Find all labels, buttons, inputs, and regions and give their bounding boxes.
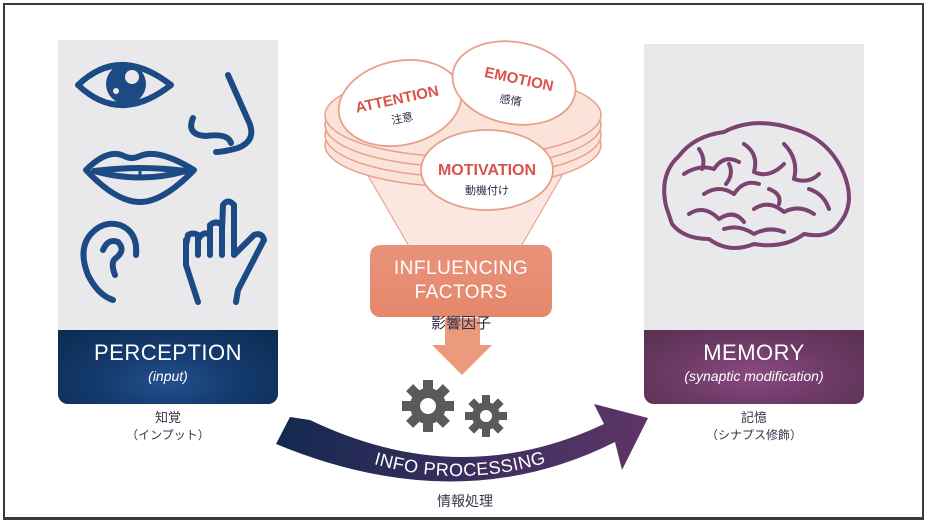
influencing-factors-line1: INFLUENCING <box>393 258 529 279</box>
info-processing-arrow <box>276 404 648 482</box>
large-gear-icon <box>402 380 454 432</box>
influencing-factors-box: INFLUENCING FACTORS <box>370 245 552 317</box>
perception-title: PERCEPTION <box>93 340 243 365</box>
memory-jp-title: 記憶 <box>740 411 767 426</box>
emotion-jp-label: 感情 <box>499 92 523 109</box>
small-gear-icon <box>465 395 507 437</box>
memory-jp-subtitle: （シナプス修飾） <box>705 428 802 442</box>
memory-title: MEMORY <box>703 340 805 365</box>
perception-label-band: PERCEPTION (input) <box>58 330 278 404</box>
pointing-hand-icon <box>183 198 267 305</box>
memory-label-band: MEMORY (synaptic modification) <box>644 330 864 404</box>
motivation-bubble <box>420 129 554 211</box>
info-processing-jp-label: 情報処理 <box>437 494 493 510</box>
influencing-factors-line2: FACTORS <box>414 282 508 303</box>
perception-panel: PERCEPTION (input) <box>58 40 278 404</box>
influencing-factors-jp-label: 影響因子 <box>430 314 491 332</box>
gears-icon <box>402 380 507 437</box>
nose-icon <box>188 72 255 155</box>
down-arrow-icon <box>432 318 492 375</box>
mouth-icon <box>83 150 197 205</box>
perception-subtitle: (input) <box>148 368 188 384</box>
emotion-bubble <box>451 40 577 126</box>
motivation-label: MOTIVATION <box>438 162 536 179</box>
senses-icons <box>75 62 267 305</box>
perception-jp-subtitle: （インプット） <box>126 428 210 442</box>
motivation-jp-label: 動機付け <box>465 183 509 197</box>
perception-jp-title: 知覚 <box>154 411 181 426</box>
memory-subtitle: (synaptic modification) <box>684 368 824 384</box>
brain-icon <box>662 121 851 250</box>
memory-jp-label: 記憶 （シナプス修飾） <box>644 410 864 444</box>
memory-panel: MEMORY (synaptic modification) <box>644 44 864 404</box>
perception-jp-label: 知覚 （インプット） <box>58 410 278 444</box>
ear-icon <box>80 220 140 303</box>
eye-icon <box>75 62 174 108</box>
attention-jp-label: 注意 <box>390 109 414 127</box>
